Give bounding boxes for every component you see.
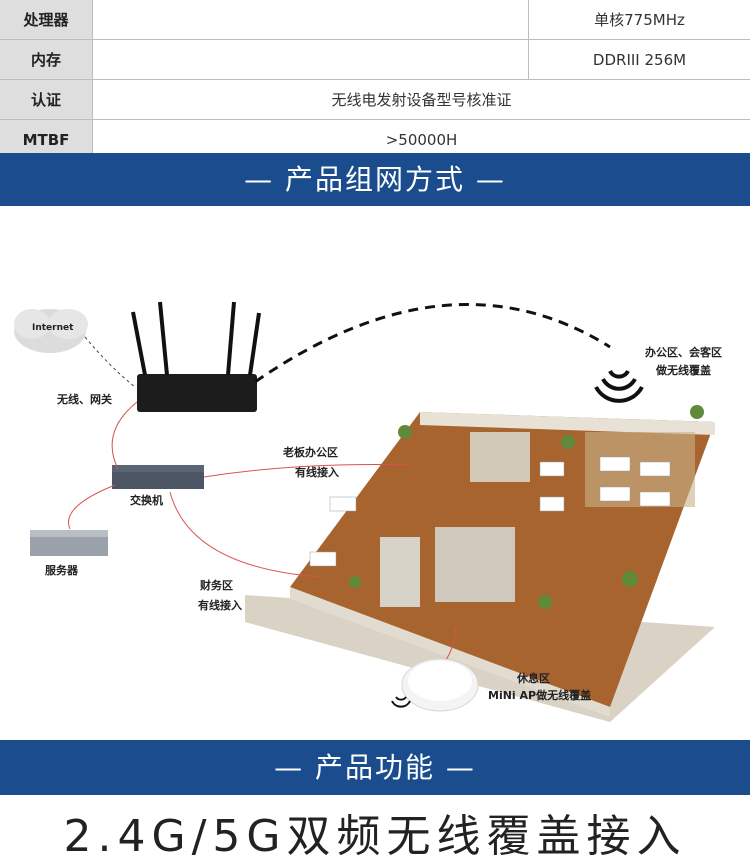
spec-value: 无线电发射设备型号核准证: [93, 80, 750, 120]
office-zone-label: 办公区、会客区: [645, 344, 722, 360]
spec-value: DDRIII 256M: [529, 40, 750, 80]
server-label: 服务器: [45, 562, 78, 578]
spec-value-left: [93, 0, 529, 40]
spec-table: 处理器 单核775MHz 内存 DDRIII 256M 认证 无线电发射设备型号…: [0, 0, 750, 160]
spec-key: 认证: [0, 80, 93, 120]
spec-row-cert: 认证 无线电发射设备型号核准证: [0, 80, 750, 120]
boss-wired-label: 有线接入: [295, 464, 339, 480]
finance-label: 财务区: [200, 577, 233, 593]
gateway-label: 无线、网关: [57, 391, 112, 407]
switch-label: 交换机: [130, 492, 163, 508]
rest-zone-label: 休息区: [517, 670, 550, 686]
section-banner-features: — 产品功能 —: [0, 740, 750, 795]
spec-row-memory: 内存 DDRIII 256M: [0, 40, 750, 80]
networking-diagram: Internet 无线、网关 交换机 服务器 老板办公区 有线接入 财务区 有线…: [0, 207, 750, 739]
feature-title: 2.4G/5G双频无线覆盖接入: [0, 800, 750, 864]
spec-row-cpu: 处理器 单核775MHz: [0, 0, 750, 40]
office-wireless-label: 做无线覆盖: [656, 362, 711, 378]
section-banner-networking: — 产品组网方式 —: [0, 153, 750, 206]
diagram-illustration: [0, 207, 750, 739]
spec-value: 单核775MHz: [529, 0, 750, 40]
boss-office-label: 老板办公区: [283, 444, 338, 460]
rest-ap-label: MiNi AP做无线覆盖: [488, 687, 591, 703]
spec-key: 内存: [0, 40, 93, 80]
internet-label: Internet: [32, 323, 73, 333]
finance-wired-label: 有线接入: [198, 597, 242, 613]
spec-key: 处理器: [0, 0, 93, 40]
spec-value-left: [93, 40, 529, 80]
